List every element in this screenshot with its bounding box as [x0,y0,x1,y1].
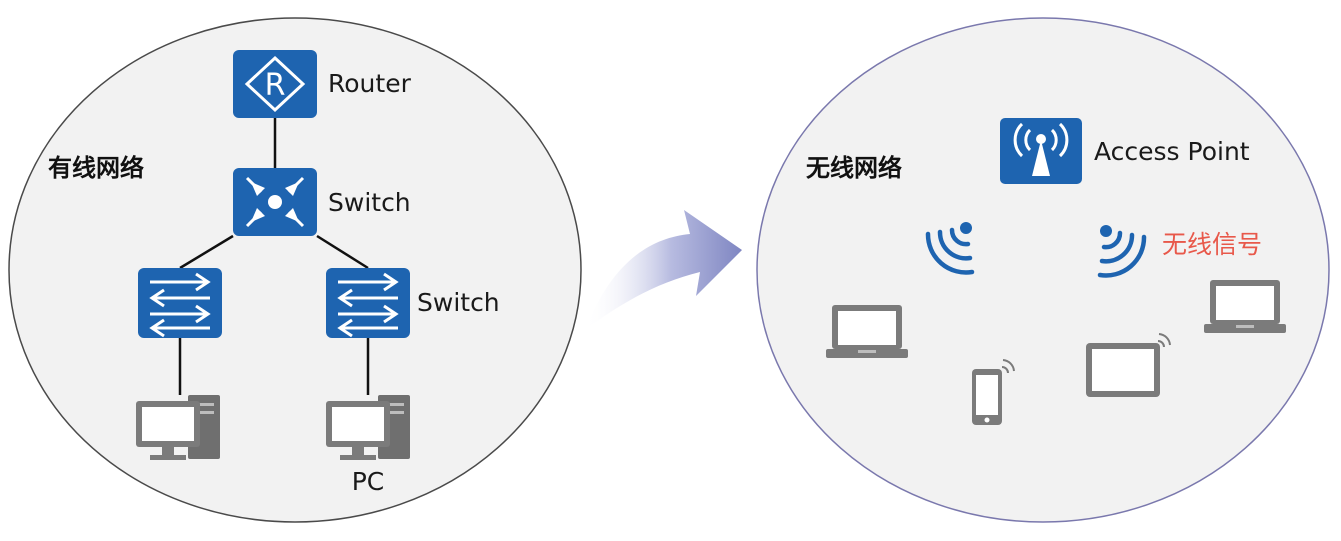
router-label: Router [328,69,412,98]
link-core-right [316,234,369,270]
wireless-network-bubble [756,17,1330,523]
wifi-signal-icon [1097,225,1147,278]
pc-right[interactable] [326,395,410,460]
wifi-signal-left [925,222,975,275]
wireless-network-title: 无线网络 [806,154,902,182]
access-switch-left[interactable] [138,268,222,338]
access-switch-icon [149,272,211,338]
link-core-left [179,234,234,270]
pc-left[interactable] [136,395,220,460]
laptop-icon [1204,280,1286,333]
wired-network-bubble [8,17,582,523]
desktop-pc-icon [136,395,220,460]
access-switch-label: Switch [417,288,500,317]
access-switch-right[interactable] [326,268,410,338]
router-icon: R [244,55,306,113]
wifi-signal-icon [925,222,975,275]
laptop-left[interactable] [826,305,908,358]
wireless-network-panel: 无线网络 Access Point [756,17,1330,523]
wireless-signal-label: 无线信号 [1162,230,1262,259]
access-point-icon [1013,122,1069,176]
tablet[interactable] [1086,333,1171,397]
svg-text:R: R [265,68,286,103]
core-switch-label: Switch [328,188,411,217]
router[interactable]: R [233,50,317,118]
laptop-right[interactable] [1204,280,1286,333]
core-switch-icon [245,176,305,228]
desktop-pc-icon [326,395,410,460]
laptop-icon [826,305,908,358]
wifi-signal-right [1097,225,1147,278]
access-point-label: Access Point [1094,137,1250,166]
access-point[interactable] [1000,118,1082,184]
pc-label: PC [352,467,385,496]
wired-network-title: 有线网络 [48,154,144,182]
wired-links [178,118,370,395]
access-switch-icon [337,272,399,338]
smartphone-icon [972,359,1015,425]
tablet-icon [1086,333,1171,397]
core-switch[interactable] [233,168,317,236]
smartphone[interactable] [972,359,1015,425]
wired-network-panel: 有线网络 R Router [8,17,582,523]
transition-arrow-icon [585,210,742,330]
